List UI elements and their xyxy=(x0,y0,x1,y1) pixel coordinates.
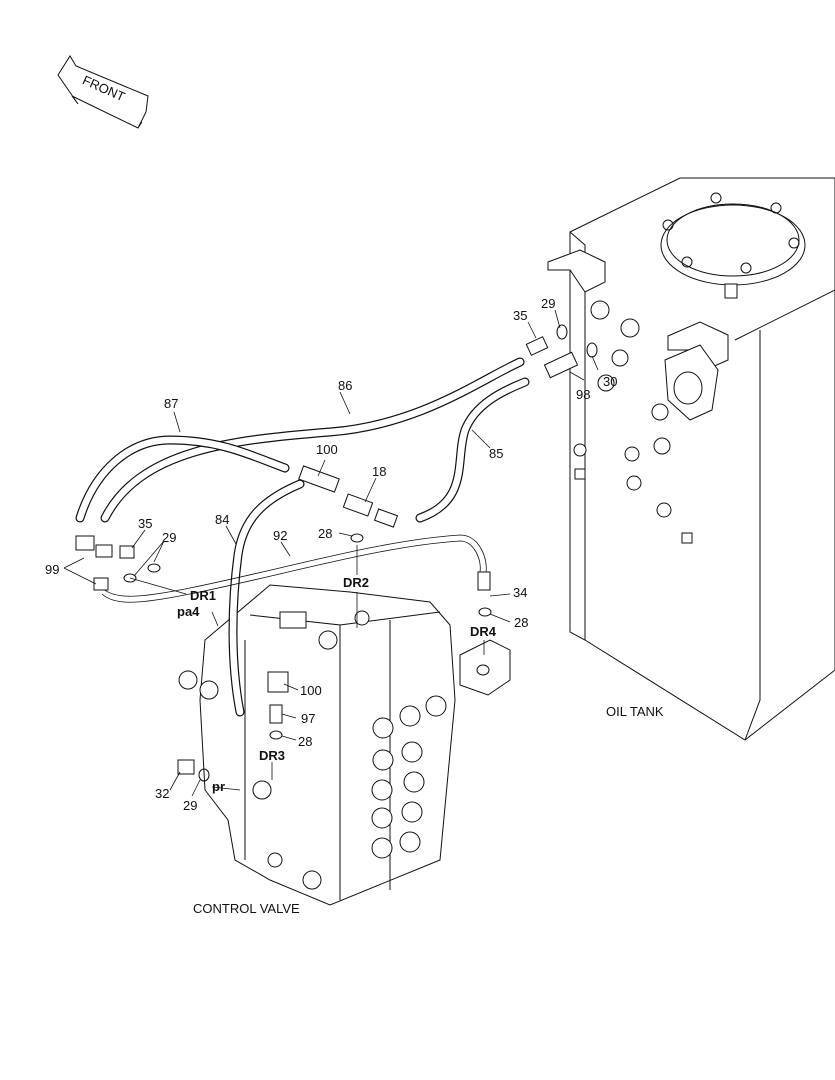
callout-29-top: 29 xyxy=(541,296,555,311)
callouts: 29 35 30 98 86 87 85 100 18 84 92 28 35 … xyxy=(45,296,617,813)
callout-97: 97 xyxy=(301,711,315,726)
callout-34: 34 xyxy=(513,585,527,600)
callout-29-bottom: 29 xyxy=(183,798,197,813)
callout-100-mid: 100 xyxy=(300,683,322,698)
port-labels: DR1 pa4 DR2 DR4 DR3 pr xyxy=(177,575,497,794)
oil-tank: OIL TANK xyxy=(547,177,835,741)
callout-84: 84 xyxy=(215,512,229,527)
callout-92: 92 xyxy=(273,528,287,543)
hose-86 xyxy=(100,357,525,523)
callout-98: 98 xyxy=(576,387,590,402)
hose-85 xyxy=(415,377,530,523)
hose-84 xyxy=(228,479,305,717)
hose-87 xyxy=(75,435,290,523)
port-dr2: DR2 xyxy=(343,575,369,590)
callout-86: 86 xyxy=(338,378,352,393)
control-valve-label: CONTROL VALVE xyxy=(193,901,300,916)
front-arrow: FRONT xyxy=(57,55,149,129)
port-pa4: pa4 xyxy=(177,604,200,619)
control-valve: CONTROL VALVE xyxy=(178,584,511,916)
callout-28-dr4: 28 xyxy=(514,615,528,630)
callout-100-top: 100 xyxy=(316,442,338,457)
callout-35-top: 35 xyxy=(513,308,527,323)
callout-30: 30 xyxy=(603,374,617,389)
callout-29-left: 29 xyxy=(162,530,176,545)
callout-35-left: 35 xyxy=(138,516,152,531)
callout-32: 32 xyxy=(155,786,169,801)
leader-lines xyxy=(63,309,599,797)
port-dr4: DR4 xyxy=(470,624,497,639)
callout-28-dr3: 28 xyxy=(298,734,312,749)
callout-85: 85 xyxy=(489,446,503,461)
port-pr: pr xyxy=(212,779,225,794)
callout-99: 99 xyxy=(45,562,59,577)
callout-28-dr2: 28 xyxy=(318,526,332,541)
callout-87: 87 xyxy=(164,396,178,411)
oil-tank-label: OIL TANK xyxy=(606,704,664,719)
port-dr3: DR3 xyxy=(259,748,285,763)
port-dr1: DR1 xyxy=(190,588,216,603)
callout-18: 18 xyxy=(372,464,386,479)
fittings xyxy=(75,324,598,782)
hose-92 xyxy=(101,534,487,603)
